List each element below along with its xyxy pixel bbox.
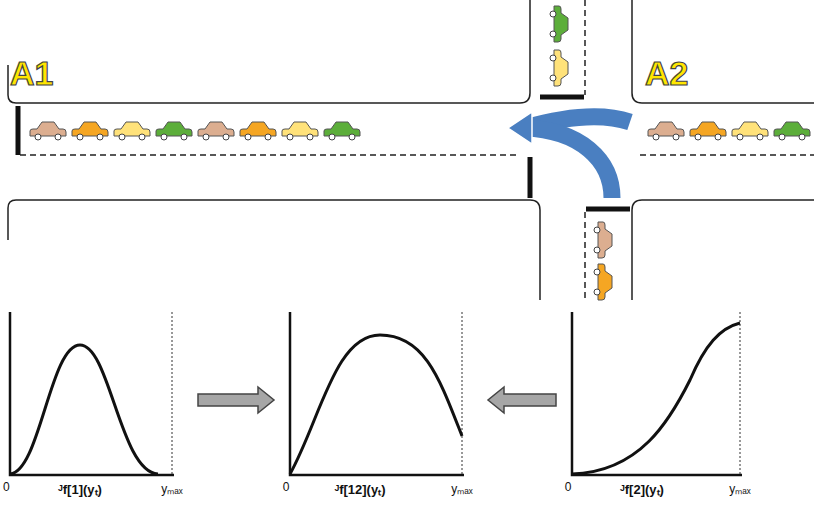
ymax-lines [172,312,740,475]
car-icon [594,222,612,258]
axis-origin: 0 [3,480,10,494]
distribution-plot: 0 ᴶf[12](yₜ) yₘₐₓ [280,300,484,500]
car-icon [72,122,108,140]
function-label: ᴶf[2](yₜ) [620,480,664,498]
approach-label: A1 [10,54,53,93]
axis-origin: 0 [565,480,572,494]
distribution-plot: 0 ᴶf[1](yₜ) yₘₐₓ [0,300,194,500]
car-icon [690,122,726,140]
turn-arrows [508,112,630,198]
stop-lines [18,97,630,209]
car-icon [774,122,810,140]
axis-max-label: yₘₐₓ [161,480,182,497]
flow-arrow [488,387,556,413]
road-edges [8,0,814,300]
car-icon [648,122,684,140]
car-icon [240,122,276,140]
function-label: ᴶf[12](yₜ) [335,480,386,498]
density-curves [10,323,740,474]
car-icon [114,122,150,140]
cars [30,6,810,300]
car-icon [550,6,568,42]
plot-axes [10,312,742,475]
flow-arrow [198,387,274,413]
car-icon [198,122,234,140]
lane-dividers [20,0,814,300]
car-icon [324,122,360,140]
axis-max-label: yₘₐₓ [451,480,472,497]
approach-label: A2 [645,54,688,93]
axis-origin: 0 [283,480,290,494]
car-icon [30,122,66,140]
distribution-plot: 0 ᴶf[2](yₜ) yₘₐₓ [562,300,762,500]
car-icon [732,122,768,140]
function-label: ᴶf[1](yₜ) [58,480,102,498]
car-icon [156,122,192,140]
axis-max-label: yₘₐₓ [729,480,750,497]
car-icon [594,264,612,300]
car-icon [282,122,318,140]
car-icon [550,50,568,86]
